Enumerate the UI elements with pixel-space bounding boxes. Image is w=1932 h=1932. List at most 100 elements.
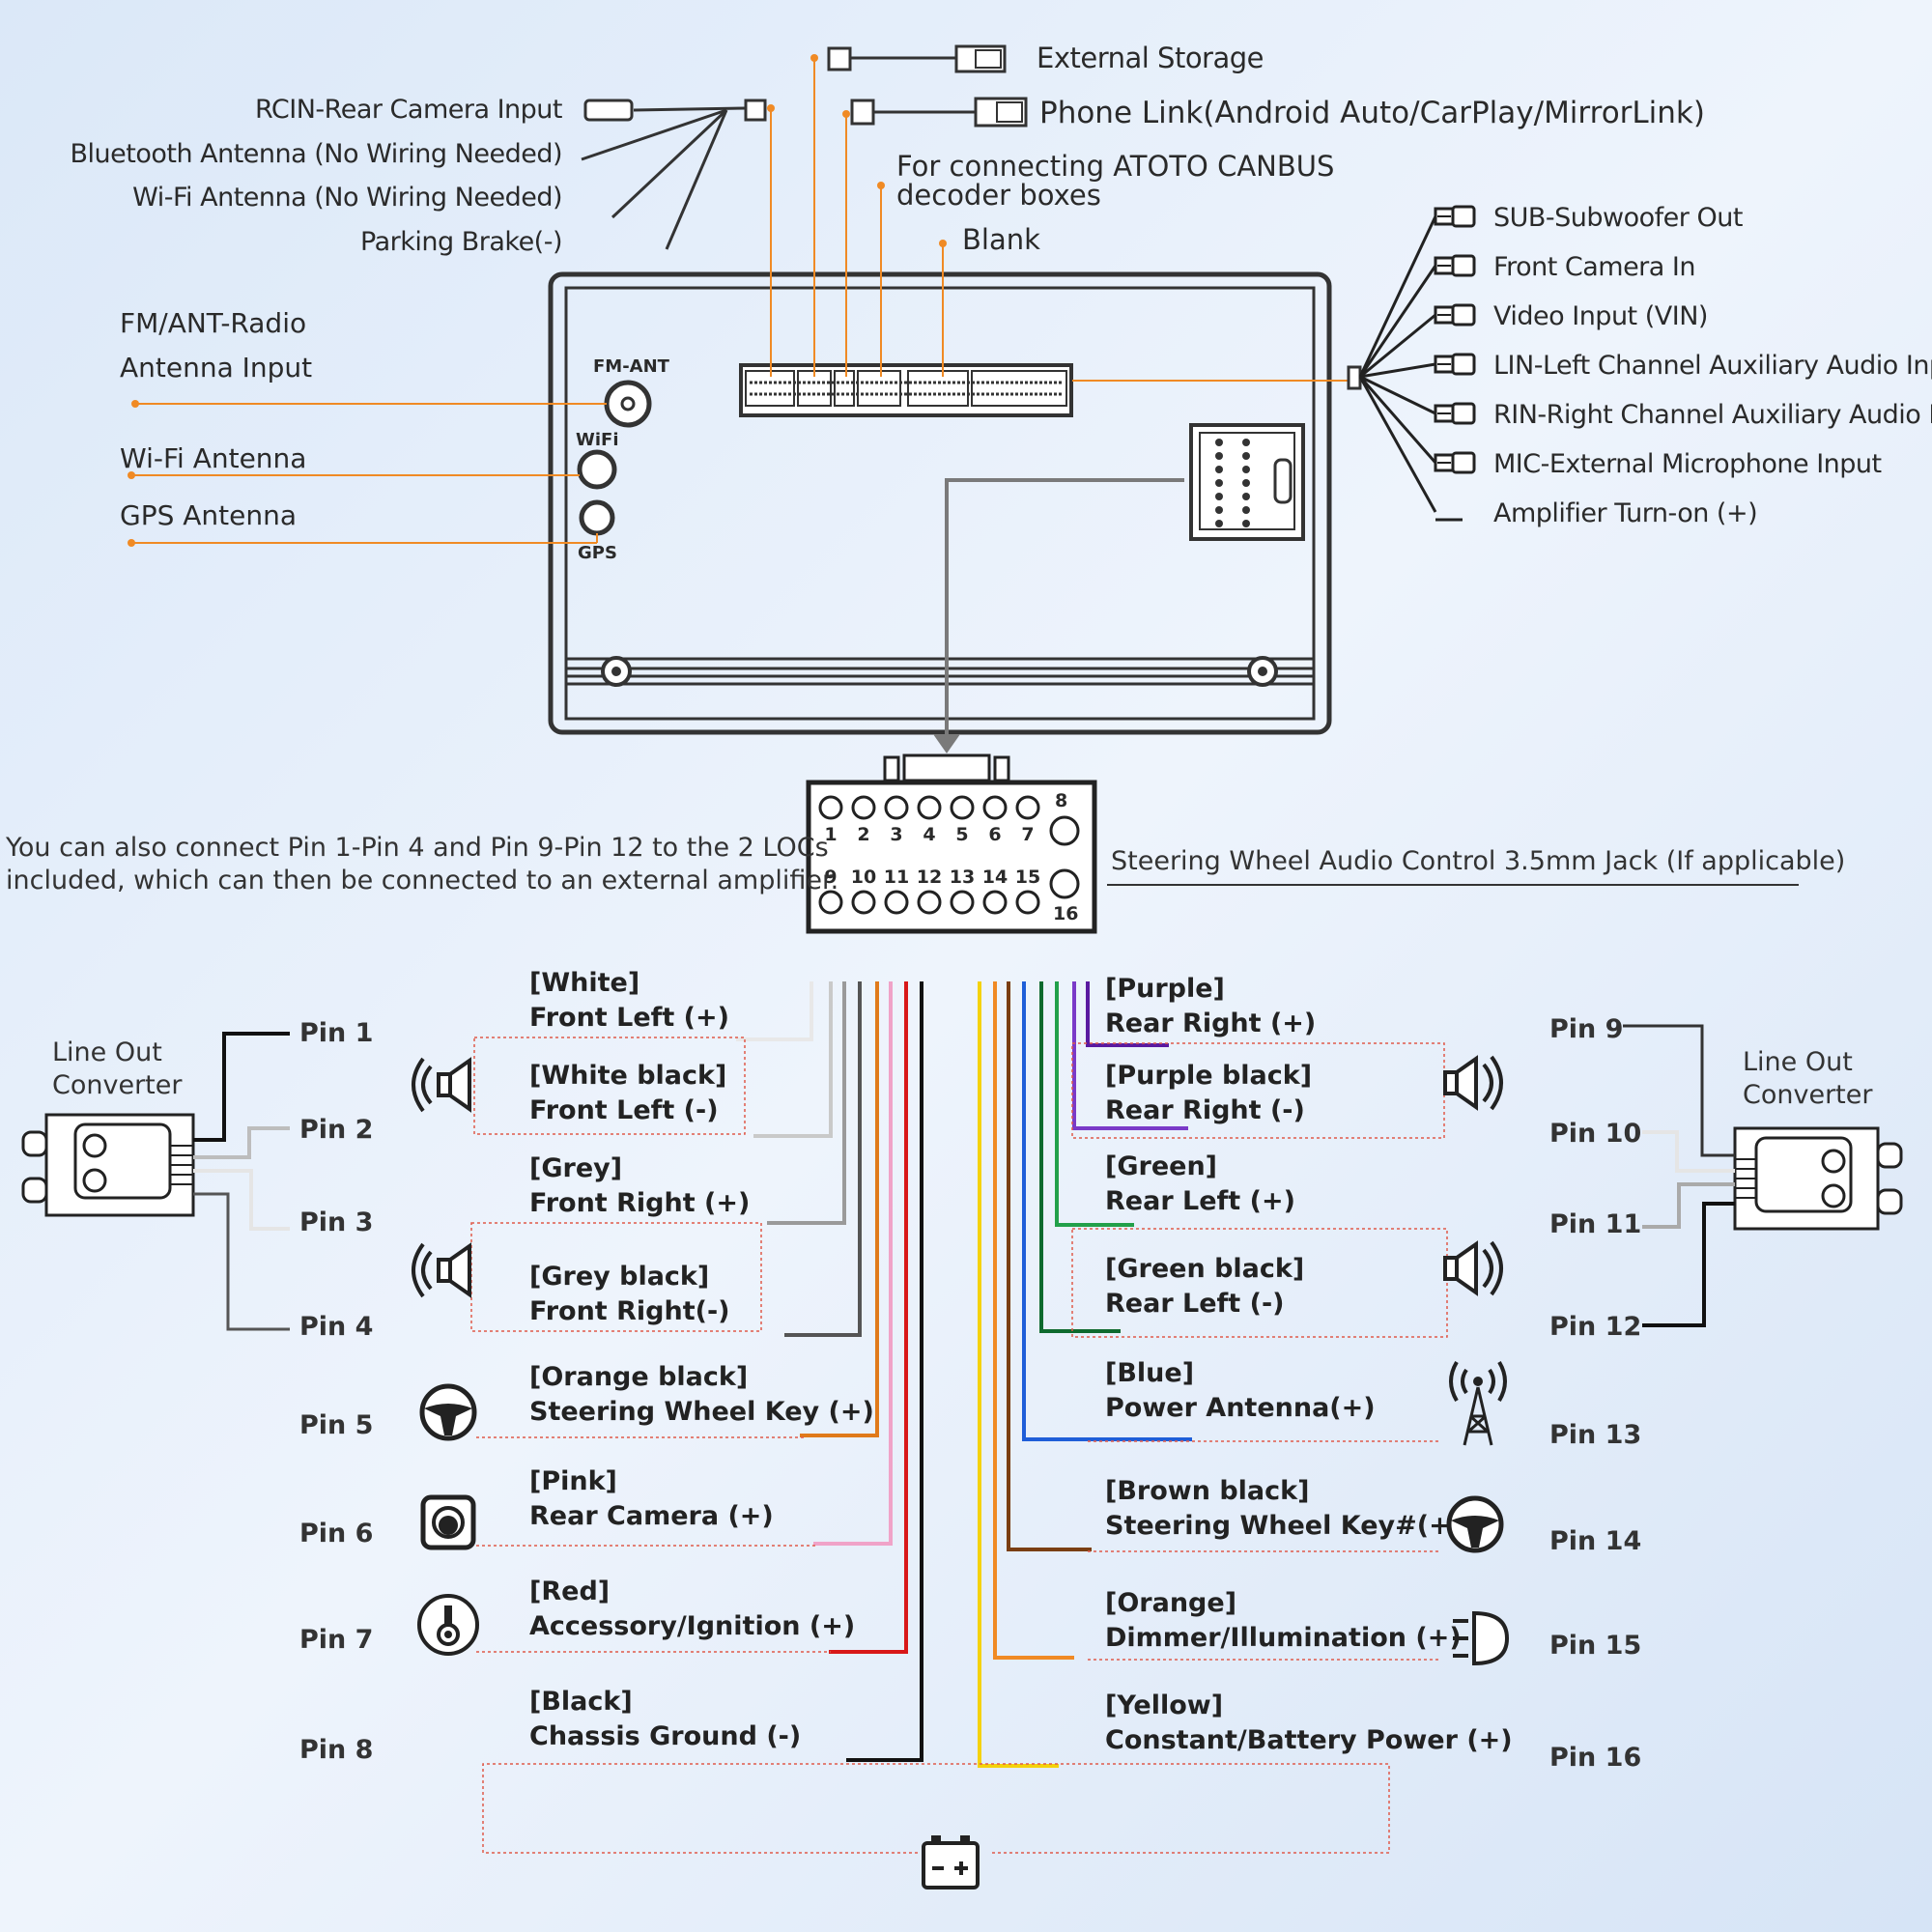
parking-brake-label: Parking Brake(-) <box>360 227 562 257</box>
gps-antenna-label: GPS Antenna <box>120 499 297 531</box>
pin-label: Pin 7 <box>299 1625 373 1655</box>
harness-label: SUB-Subwoofer Out <box>1493 203 1743 233</box>
steering-wheel-icon <box>1446 1495 1504 1553</box>
wire-left <box>784 981 862 1337</box>
wire-right <box>1072 981 1188 1130</box>
connector-pin-number: 4 <box>923 824 935 845</box>
phone-link-cable <box>850 97 1028 128</box>
wire-color-label: [Orange black] <box>529 1362 748 1392</box>
note-right: Steering Wheel Audio Control 3.5mm Jack … <box>1111 846 1845 876</box>
pin-label: Pin 10 <box>1549 1119 1641 1149</box>
wire-function-label: Front Left (-) <box>529 1095 719 1125</box>
wire-color-label: [Purple] <box>1105 974 1225 1004</box>
head-unit: FM-ANT WiFi GPS <box>548 271 1332 735</box>
headlight-icon <box>1453 1610 1510 1666</box>
external-storage-label: External Storage <box>1037 42 1264 74</box>
wifi-port-label: WiFi <box>576 430 619 450</box>
wire-function-label: Rear Left (-) <box>1105 1289 1285 1319</box>
mount-screw-right-icon <box>1247 656 1278 687</box>
connector-pin <box>950 795 975 820</box>
canbus-label-1: For connecting ATOTO CANBUS <box>896 150 1334 183</box>
pin-label: Pin 2 <box>299 1115 373 1145</box>
wire-left <box>813 981 893 1546</box>
phone-link-label: Phone Link(Android Auto/CarPlay/MirrorLi… <box>1039 96 1705 130</box>
ignition-key-icon <box>417 1594 479 1656</box>
connector-pin-number: 12 <box>917 867 942 888</box>
rca-plug-icon <box>1434 205 1476 228</box>
connector-pin-number: 10 <box>851 867 876 888</box>
wire-function-label: Power Antenna(+) <box>1105 1393 1376 1423</box>
connector-pin-number: 15 <box>1015 867 1040 888</box>
multi-pin-connector <box>739 363 1073 417</box>
speaker-icon <box>1443 1055 1503 1111</box>
harness-wire <box>1358 376 1437 513</box>
camera-icon <box>420 1494 476 1550</box>
wire-left <box>753 981 833 1138</box>
connector-pin-number: 7 <box>1021 824 1034 845</box>
line-out-converter-left: Line Out Converter <box>21 1032 290 1331</box>
iso-connector-block <box>1189 423 1305 541</box>
rcin-label: RCIN-Rear Camera Input <box>255 95 562 125</box>
pin-label: Pin 11 <box>1549 1209 1641 1239</box>
wire-color-label: [White black] <box>529 1061 726 1091</box>
speaker-icon <box>1443 1240 1503 1296</box>
wire-left <box>767 981 846 1225</box>
wire-left <box>800 981 879 1437</box>
line-out-left-1: Line Out <box>52 1037 162 1067</box>
wire-function-label: Rear Camera (+) <box>529 1501 774 1531</box>
connector-pin <box>1015 795 1040 820</box>
wire-color-label: [Green] <box>1105 1151 1217 1181</box>
wire-left <box>736 981 813 1041</box>
wire-function-label: Accessory/Ignition (+) <box>529 1611 855 1641</box>
fm-antenna-label-2: Antenna Input <box>120 352 312 384</box>
connector-pin <box>982 890 1008 915</box>
speaker-icon <box>412 1242 471 1298</box>
gps-port-label: GPS <box>578 543 617 563</box>
wire-color-label: [Grey] <box>529 1153 622 1183</box>
wire-color-label: [Brown black] <box>1105 1476 1309 1506</box>
wire-color-label: [Grey black] <box>529 1262 709 1292</box>
note-left-1: You can also connect Pin 1-Pin 4 and Pin… <box>5 833 829 863</box>
wifi-no-wiring-label: Wi-Fi Antenna (No Wiring Needed) <box>132 183 562 213</box>
wire-right <box>978 981 1059 1768</box>
dashed-groups <box>470 1037 1448 1854</box>
harness-label: Video Input (VIN) <box>1493 301 1708 331</box>
steering-wheel-icon <box>419 1383 477 1441</box>
wifi-antenna-label: Wi-Fi Antenna <box>120 442 306 474</box>
wire-color-label: [Orange] <box>1105 1588 1236 1618</box>
pin-label: Pin 13 <box>1549 1420 1641 1450</box>
connector-pin-number: 6 <box>988 824 1001 845</box>
connector-pin-number: 3 <box>890 824 902 845</box>
wire-right <box>1055 981 1134 1227</box>
pin-label: Pin 8 <box>299 1735 373 1765</box>
wire-color-label: [Green black] <box>1105 1254 1304 1284</box>
wire-left <box>846 981 923 1762</box>
connector-pin <box>884 890 909 915</box>
connector-pin-number: 13 <box>950 867 975 888</box>
pin-label: Pin 3 <box>299 1208 373 1237</box>
pin-label: Pin 9 <box>1549 1014 1623 1044</box>
wire-function-label: Front Right(-) <box>529 1296 730 1326</box>
harness-label: RIN-Right Channel Auxiliary Audio Input <box>1493 400 1932 430</box>
wire-color-label: [Pink] <box>529 1466 617 1496</box>
wire-color-label: [Yellow] <box>1105 1690 1223 1720</box>
line-out-right-2: Converter <box>1743 1080 1873 1110</box>
connector-pin <box>1049 868 1080 899</box>
wire-function-label: Rear Right (-) <box>1105 1095 1305 1125</box>
connector-pin <box>851 795 876 820</box>
blank-label: Blank <box>962 223 1040 256</box>
right-pin-list: Pin 9[Purple]Rear Right (+)Pin 10[Purple… <box>1105 974 1641 1773</box>
connector-pin-number: 11 <box>884 867 909 888</box>
wire-function-label: Rear Right (+) <box>1105 1009 1316 1038</box>
connector-pin <box>917 795 942 820</box>
pin-label: Pin 15 <box>1549 1631 1641 1661</box>
connector-pin <box>851 890 876 915</box>
connector-pin-number: 5 <box>955 824 968 845</box>
connector-pin <box>818 890 843 915</box>
gps-antenna-port: GPS <box>578 499 617 563</box>
harness-label: Amplifier Turn-on (+) <box>1493 498 1757 528</box>
wire-right <box>1086 981 1169 1047</box>
harness-wire <box>1358 376 1437 464</box>
